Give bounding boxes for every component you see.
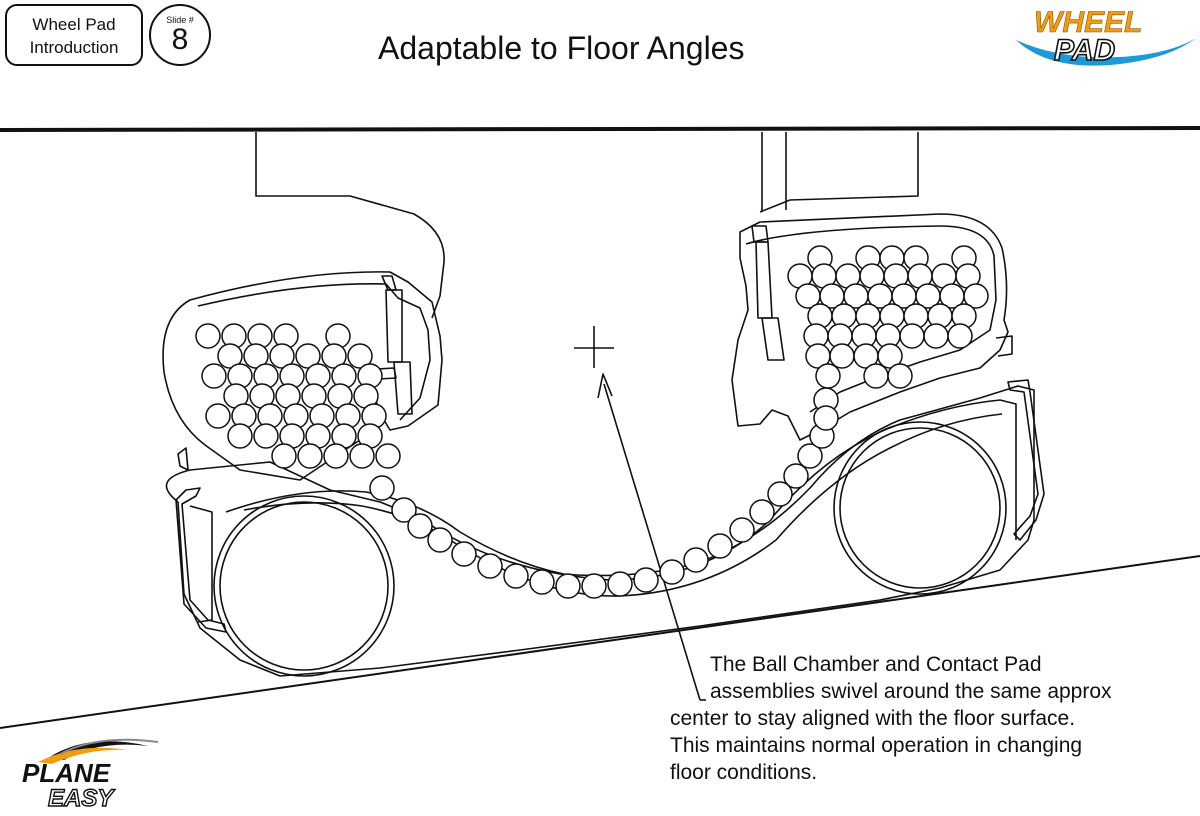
wheel-pad-logo-line1: WHEEL (1034, 6, 1142, 39)
plane-easy-logo-line2: EASY (48, 785, 115, 808)
sloped-floor-line (0, 555, 1200, 729)
ball-bearing (295, 343, 321, 369)
balls (195, 245, 989, 599)
ball-bearing (829, 343, 855, 369)
ball-bearing (427, 527, 453, 553)
ball-bearing (503, 563, 529, 589)
ball-bearing (451, 541, 477, 567)
wheel-pad-logo: WHEEL PAD (1016, 6, 1196, 68)
ball-bearing (815, 363, 841, 389)
slide-number-badge: Slide # 8 (149, 4, 211, 66)
left-side-clip (175, 487, 227, 633)
ball-bearing (797, 443, 823, 469)
ball-bearing (227, 423, 253, 449)
ball-bearing (269, 343, 295, 369)
center-crosshair (574, 326, 614, 368)
plane-easy-logo: PLANE EASY (22, 738, 159, 808)
tag-line-2: Introduction (29, 38, 119, 57)
ball-bearing (863, 363, 889, 389)
caption-line-2: assemblies swivel around the same approx (710, 680, 1112, 703)
ball-bearing (297, 443, 323, 469)
caption-text: The Ball Chamber and Contact Pad assembl… (670, 651, 1112, 786)
left-mount-bracket (255, 132, 445, 319)
ball-bearing (581, 573, 607, 599)
ball-bearing (217, 343, 243, 369)
ball-bearing (321, 343, 347, 369)
ball-bearing (607, 571, 633, 597)
top-surface-line (0, 126, 1200, 132)
ball-bearing (369, 475, 395, 501)
ball-bearing (813, 405, 839, 431)
ball-bearing (877, 343, 903, 369)
wheel-pad-logo-line2: PAD (1054, 34, 1115, 67)
right-wheel (833, 421, 1007, 595)
ball-bearing (923, 323, 949, 349)
ball-bearing (391, 497, 417, 523)
ball-bearing (205, 403, 231, 429)
ball-bearing (477, 553, 503, 579)
ball-bearing (195, 323, 221, 349)
ball-bearing (555, 573, 581, 599)
ball-bearing (633, 567, 659, 593)
ball-bearing (407, 513, 433, 539)
ball-bearing (201, 363, 227, 389)
ball-bearing (899, 323, 925, 349)
slide-number-label: Slide # (166, 15, 194, 25)
ball-bearing (963, 283, 989, 309)
ball-bearing (243, 343, 269, 369)
ball-bearing (683, 547, 709, 573)
right-side-clip (1007, 379, 1045, 541)
ball-bearing (375, 443, 401, 469)
ball-bearing (947, 323, 973, 349)
ball-bearing (749, 499, 775, 525)
ball-bearing (783, 463, 809, 489)
ball-bearing (253, 423, 279, 449)
tag-line-1: Wheel Pad (32, 15, 116, 34)
slide-number: 8 (171, 23, 189, 56)
ball-bearing (349, 443, 375, 469)
ball-bearing (767, 481, 793, 507)
caption-line-4: This maintains normal operation in chang… (670, 734, 1083, 757)
caption-line-1: The Ball Chamber and Contact Pad (710, 653, 1042, 676)
ball-bearing (729, 517, 755, 543)
ball-bearing (271, 443, 297, 469)
caption-line-5: floor conditions. (670, 761, 818, 784)
slide-tag-box: Wheel Pad Introduction (5, 4, 143, 66)
plane-easy-logo-line1: PLANE (22, 758, 111, 788)
ball-bearing (347, 343, 373, 369)
caption-line-3: center to stay aligned with the floor su… (670, 707, 1076, 730)
ball-bearing (529, 569, 555, 595)
ball-bearing (887, 363, 913, 389)
right-ball-chamber (731, 213, 1013, 441)
ball-bearing (707, 533, 733, 559)
page-title: Adaptable to Floor Angles (378, 30, 745, 66)
left-wheel (213, 495, 395, 677)
ball-bearing (659, 559, 685, 585)
leader-arrow (597, 373, 706, 701)
right-mount-bracket (759, 132, 919, 213)
ball-bearing (323, 443, 349, 469)
